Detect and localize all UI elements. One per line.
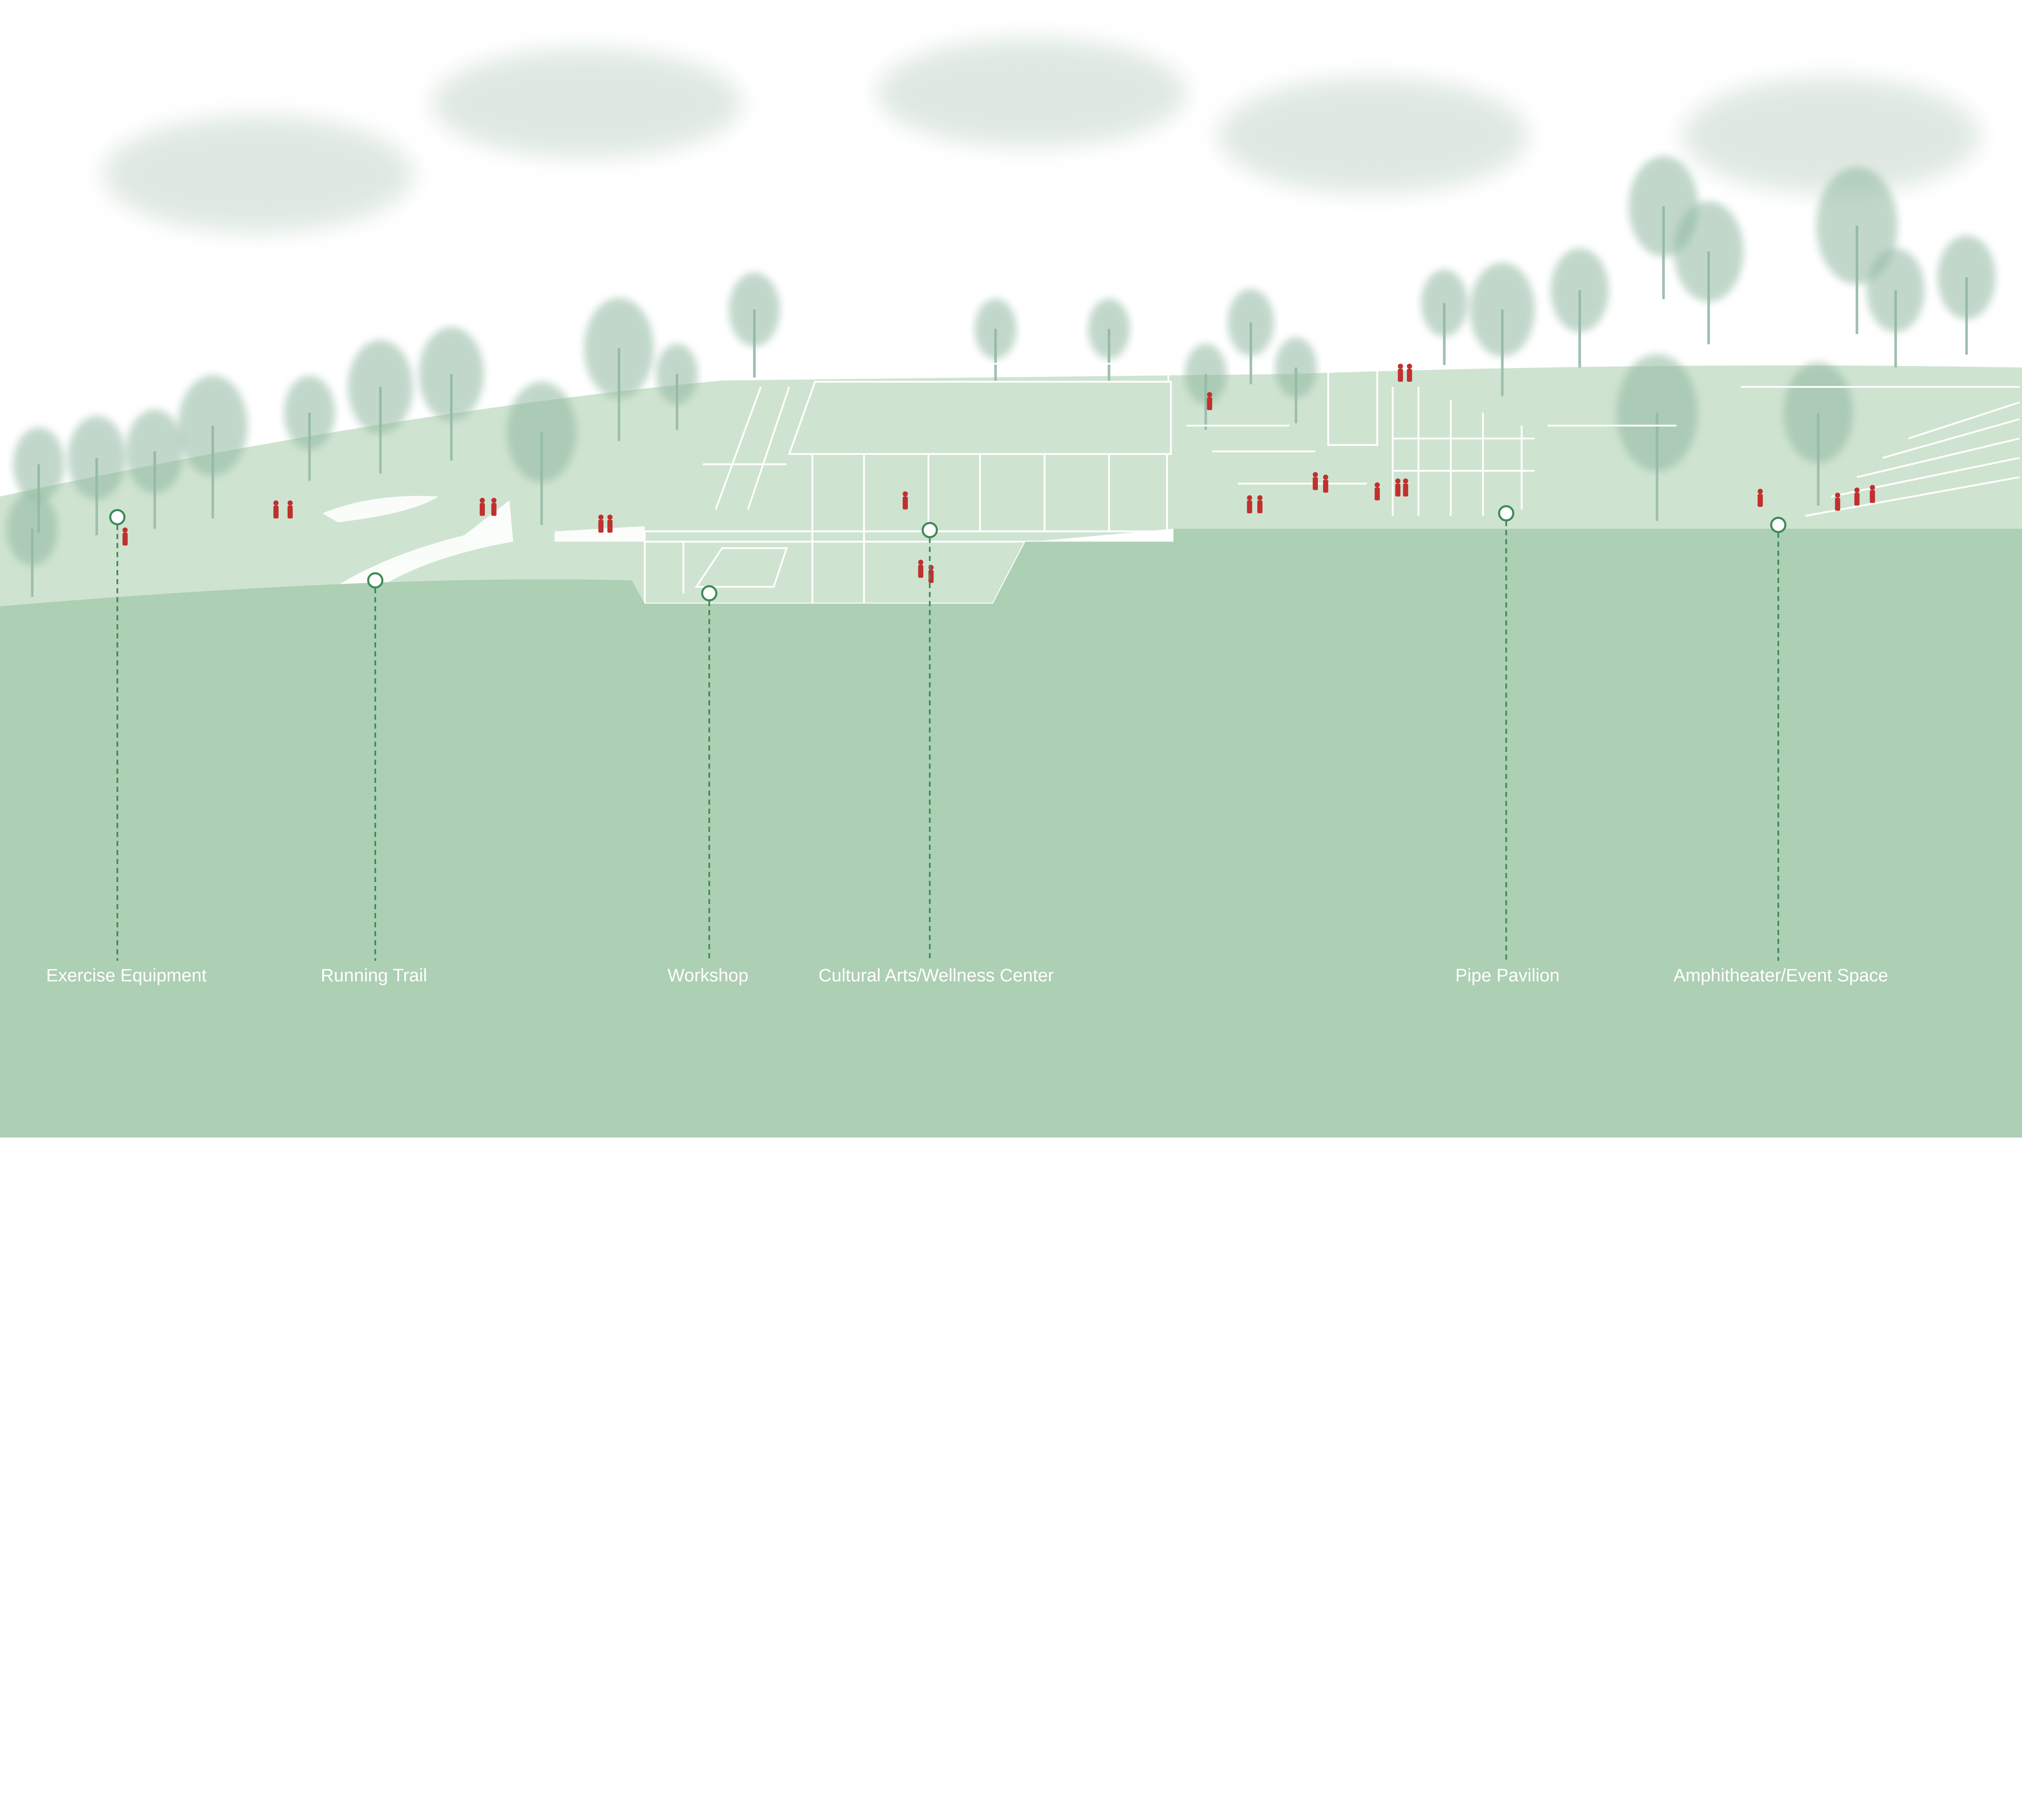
tree <box>284 376 335 481</box>
person-silhouette <box>480 497 485 516</box>
callout-exercise-equipment: Exercise Equipment <box>46 509 207 986</box>
person-silhouette <box>1835 493 1840 511</box>
tree <box>656 344 698 430</box>
person-silhouette <box>607 514 613 533</box>
person-silhouette <box>1395 478 1401 497</box>
tree <box>1470 262 1535 396</box>
marker-icon[interactable] <box>109 509 126 525</box>
tree <box>1275 337 1317 423</box>
callout-label: Running Trail <box>321 966 427 986</box>
person-silhouette <box>598 514 604 533</box>
callout-label: Amphitheater/Event Space <box>1673 966 1888 986</box>
marker-icon[interactable] <box>1498 505 1514 522</box>
tree <box>1674 201 1744 345</box>
tree <box>1616 354 1698 521</box>
ground <box>0 529 2022 1138</box>
person-silhouette <box>1403 478 1409 497</box>
person-silhouette <box>1870 485 1875 503</box>
callout-cultural-arts-wellness-center: Cultural Arts/Wellness Center <box>819 522 1054 986</box>
tree <box>419 327 484 461</box>
amphitheater-steps <box>1741 386 2020 517</box>
callout-pipe-pavilion: Pipe Pavilion <box>1455 505 1560 986</box>
cloud <box>1218 77 1528 194</box>
callout-label: Exercise Equipment <box>46 966 207 986</box>
trees <box>6 156 1996 597</box>
cloud <box>432 49 742 158</box>
tree <box>1550 248 1609 368</box>
person-silhouette <box>1375 482 1380 501</box>
person-silhouette <box>1257 495 1263 514</box>
tree <box>1937 235 1996 355</box>
tree <box>1866 248 1925 368</box>
person-silhouette <box>1207 392 1212 411</box>
person-silhouette <box>918 559 924 578</box>
person-silhouette <box>1247 495 1252 514</box>
cultural-arts-building <box>644 363 1174 605</box>
tree <box>975 298 1017 385</box>
tree <box>1184 344 1227 430</box>
person-silhouette <box>903 491 908 510</box>
callout-running-trail: Running Trail <box>321 572 427 986</box>
site-section-diagram: Exercise Equipment Running Trail Workshop C… <box>0 38 2022 1138</box>
person-silhouette <box>1854 487 1860 506</box>
person-silhouette <box>491 497 497 516</box>
cloud <box>877 38 1187 147</box>
tree <box>178 375 248 518</box>
cloud <box>103 116 413 232</box>
callout-label: Cultural Arts/Wellness Center <box>819 966 1054 986</box>
cloud <box>1683 77 1980 194</box>
person-silhouette <box>1398 364 1403 382</box>
pipe-pavilion <box>1186 363 1677 516</box>
person-silhouette <box>1313 472 1318 490</box>
tree <box>1227 289 1274 385</box>
person-silhouette <box>1323 474 1328 493</box>
tree <box>125 409 184 529</box>
tree <box>507 381 577 525</box>
clouds <box>103 38 1980 232</box>
callout-label: Pipe Pavilion <box>1455 966 1560 986</box>
callout-workshop: Workshop <box>668 585 749 986</box>
marker-icon[interactable] <box>922 522 938 538</box>
tree <box>6 492 58 597</box>
hillside <box>0 365 2022 606</box>
callout-label: Workshop <box>668 966 749 986</box>
tree <box>1816 167 1898 334</box>
marker-icon[interactable] <box>1770 516 1787 533</box>
tree <box>68 416 126 535</box>
marker-icon[interactable] <box>701 585 717 601</box>
marker-icon[interactable] <box>367 572 384 589</box>
callout-amphitheater-event-space: Amphitheater/Event Space <box>1673 516 1888 986</box>
person-silhouette <box>273 500 279 518</box>
person-silhouette <box>1407 364 1412 382</box>
tree <box>1421 269 1468 365</box>
tree <box>729 273 780 378</box>
tree <box>584 298 654 441</box>
people <box>122 364 1875 583</box>
tree <box>1088 298 1130 385</box>
section-illustration: Exercise Equipment Running Trail Workshop C… <box>0 38 2022 1138</box>
tree <box>348 340 413 474</box>
person-silhouette <box>288 500 293 518</box>
person-silhouette <box>1758 489 1763 507</box>
callouts: Exercise Equipment Running Trail Workshop C… <box>46 505 1888 986</box>
person-silhouette <box>122 527 128 546</box>
